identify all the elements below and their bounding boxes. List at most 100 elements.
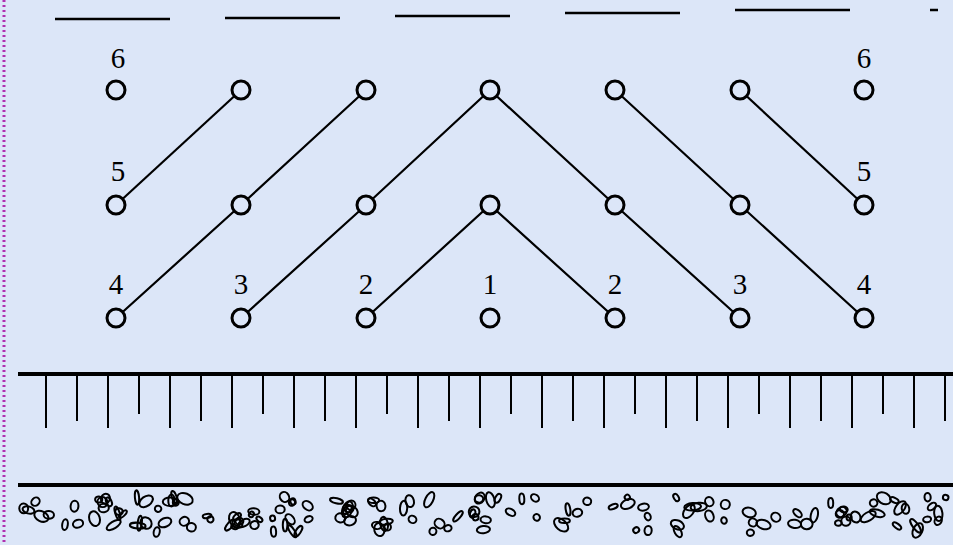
row-number: 1: [483, 270, 498, 299]
gravel-stone: [301, 499, 315, 512]
ruler-tick: [448, 376, 450, 421]
row-number: 5: [857, 157, 872, 186]
gravel-stone: [329, 497, 343, 505]
connection-line: [740, 90, 864, 205]
ruler-tick: [355, 376, 357, 428]
gravel-stone: [467, 504, 482, 519]
gravel-stone: [113, 506, 122, 521]
gravel-stone: [286, 524, 297, 538]
connection-line: [366, 205, 615, 318]
gravel-stone: [551, 516, 570, 535]
plant-circle: [232, 81, 250, 99]
gravel-stone: [371, 521, 382, 530]
ruler-tick: [138, 376, 140, 414]
gravel-stone: [644, 512, 652, 521]
gravel-stone: [70, 500, 79, 512]
ruler-tick: [200, 376, 202, 421]
gravel-stone: [224, 518, 237, 532]
ground-line: [18, 372, 953, 376]
gravel-stone: [923, 516, 932, 523]
gravel-stone: [153, 527, 161, 538]
gravel-stone: [178, 515, 191, 527]
gravel-stone: [841, 516, 851, 526]
gravel-stone: [608, 503, 618, 511]
ruler-tick: [882, 376, 884, 414]
ruler-tick: [169, 376, 171, 428]
gravel-stone: [284, 512, 297, 526]
gravel-stone: [452, 510, 464, 523]
row-number: 6: [857, 44, 872, 73]
gravel-stone: [255, 516, 263, 523]
gravel-stone: [304, 515, 314, 524]
ruler-tick: [541, 376, 543, 428]
gravel-layer: [19, 490, 949, 540]
gravel-stone: [638, 503, 650, 512]
gravel-stone: [869, 508, 886, 519]
gravel-stone: [672, 493, 680, 502]
connection-lines: [116, 90, 864, 318]
ruler-tick: [758, 376, 760, 414]
ruler-tick: [913, 376, 915, 428]
gravel-stone: [72, 518, 84, 529]
gravel-stone: [30, 496, 42, 508]
ruler-tick: [262, 376, 264, 414]
plant-circle: [606, 309, 624, 327]
gravel-stone: [892, 521, 903, 531]
ruler-tick: [665, 376, 667, 428]
plant-circles: [107, 81, 873, 327]
row-number: 3: [234, 270, 249, 299]
plant-circle: [481, 196, 499, 214]
gravel-stone: [704, 509, 716, 523]
gravel-stone: [787, 519, 801, 529]
plant-circle: [481, 309, 499, 327]
gravel-stone: [926, 501, 937, 511]
row-number: 2: [359, 270, 374, 299]
ruler-tick: [727, 376, 729, 428]
gravel-stone: [924, 493, 931, 502]
gravel-stone: [933, 515, 943, 526]
ruler-tick: [479, 376, 481, 428]
gravel-stone: [271, 526, 277, 537]
gravel-stone: [334, 512, 346, 523]
gravel-stone: [942, 494, 949, 500]
gravel-stone: [248, 511, 255, 518]
ruler-tick: [45, 376, 47, 428]
gravel-stone: [186, 522, 196, 532]
plant-circle: [357, 81, 375, 99]
ruler-tick: [789, 376, 791, 428]
gravel-stone: [480, 516, 491, 524]
ruler-tick: [386, 376, 388, 414]
row-number: 3: [733, 270, 748, 299]
plant-circle: [731, 196, 749, 214]
plant-circle: [481, 81, 499, 99]
connection-line: [116, 90, 366, 318]
plant-circle: [606, 81, 624, 99]
gravel-stone: [669, 518, 685, 532]
ruler-tick: [944, 376, 946, 421]
ruler-tick: [293, 376, 295, 428]
ruler-tick: [231, 376, 233, 428]
connection-line: [116, 90, 241, 205]
row-number: 6: [111, 44, 126, 73]
gravel-stone: [270, 515, 276, 521]
connection-line: [241, 90, 740, 318]
gravel-stone: [207, 515, 214, 523]
ruler-tick: [324, 376, 326, 421]
gravel-stone: [704, 496, 715, 508]
gravel-stone: [519, 493, 525, 504]
plant-circle: [107, 309, 125, 327]
ruler-tick: [76, 376, 78, 421]
gravel-stone: [407, 514, 418, 524]
plant-circle: [107, 196, 125, 214]
gravel-stone: [875, 490, 893, 507]
plant-circle: [357, 309, 375, 327]
ruler-tick: [603, 376, 605, 428]
gravel-stone: [237, 517, 251, 529]
gravel-stone: [619, 497, 636, 511]
gravel-stone: [163, 497, 178, 506]
plant-circle: [357, 196, 375, 214]
plant-circle: [107, 81, 125, 99]
gravel-stone: [769, 511, 782, 524]
gravel-stone: [632, 526, 640, 534]
